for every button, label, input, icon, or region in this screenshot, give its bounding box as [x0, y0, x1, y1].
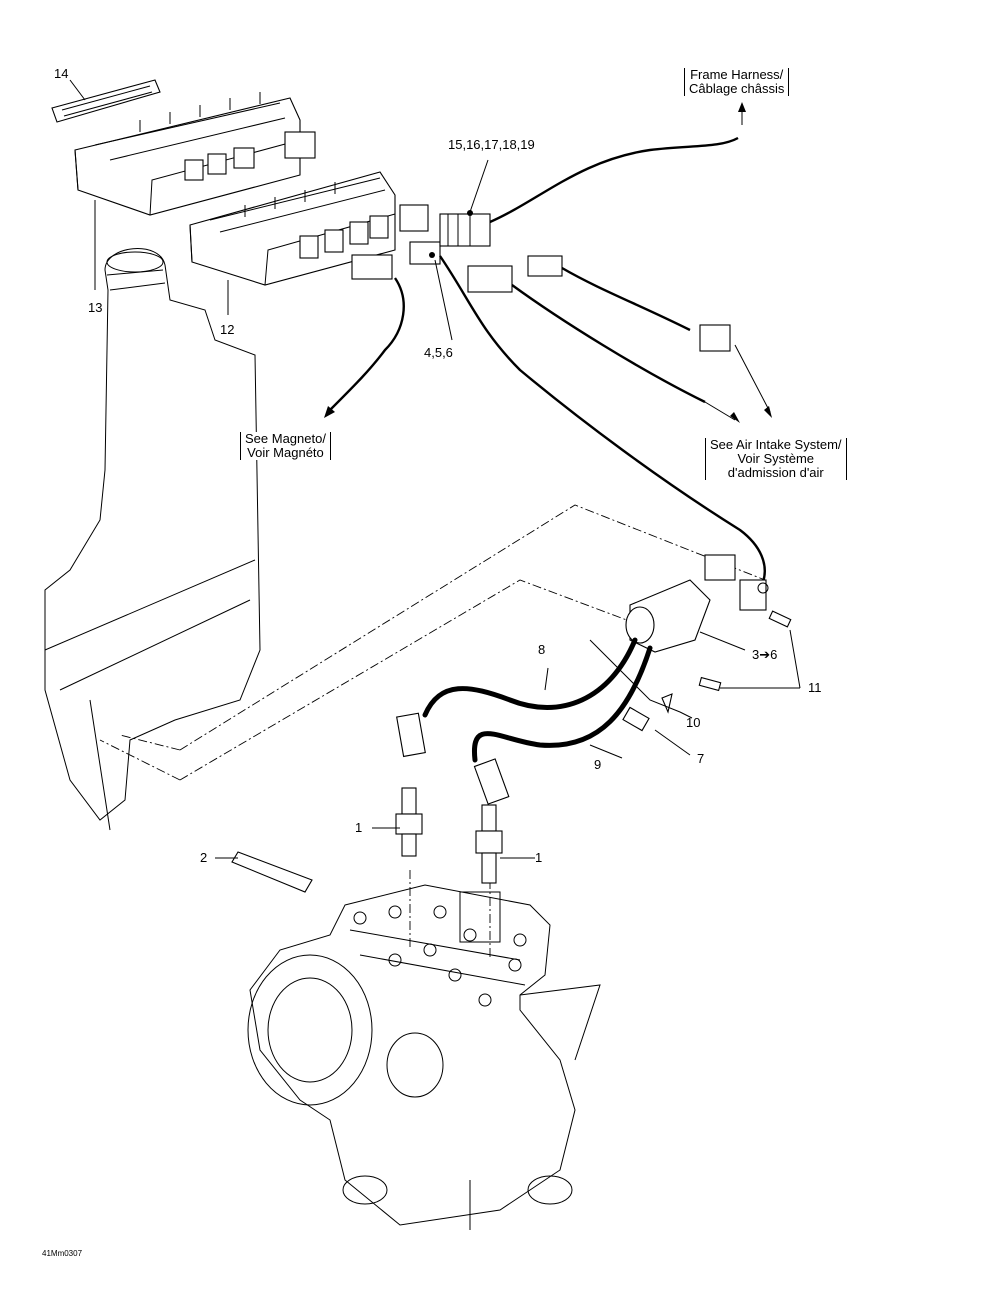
engine-block [247, 884, 601, 1230]
part-7 [622, 706, 650, 732]
callout-1-right: 1 [535, 850, 543, 865]
figure-code: 41Mm0307 [42, 1249, 83, 1258]
air-intake-wire-2 [561, 266, 691, 332]
frame-harness-reference: Frame Harness/ Câblage châssis [684, 67, 790, 96]
callout-15-19: 15,16,17,18,19 [448, 137, 535, 152]
air-intake-wire-1 [511, 284, 706, 404]
callout-9: 9 [594, 757, 602, 772]
coil-lead-wire [439, 255, 766, 586]
screw-11a [698, 676, 722, 692]
callout-14: 14 [54, 66, 69, 81]
connector-15-19 [439, 213, 491, 247]
gasket-2 [231, 851, 313, 893]
plug-cap-9 [473, 758, 510, 805]
see-magneto-line-2: Voir Magnéto [247, 445, 324, 460]
callout-1-left: 1 [355, 820, 363, 835]
connector-4-5-6 [409, 241, 441, 265]
callout-7: 7 [697, 751, 705, 766]
screw-11b [768, 610, 792, 628]
callout-4-5-6: 4,5,6 [424, 345, 453, 360]
see-air-intake-line-3: d'admission d'air [727, 465, 824, 480]
upper-cover-13 [74, 92, 316, 216]
magneto-connector [351, 254, 393, 280]
part-10 [661, 693, 673, 714]
air-intake-connector [467, 265, 513, 293]
callout-11: 11 [808, 680, 822, 695]
frame-harness-line-1: Frame Harness/ [690, 67, 784, 82]
plug-cap-8 [396, 712, 426, 758]
callout-13: 13 [88, 300, 103, 315]
oil-tank [44, 248, 261, 831]
sensor [699, 324, 731, 352]
ignition-coil [625, 554, 769, 653]
hv-lead-9 [471, 645, 653, 763]
callout-2: 2 [200, 850, 208, 865]
see-magneto-line-1: See Magneto/ [245, 431, 326, 446]
callout-10: 10 [686, 715, 701, 730]
lower-cover-12 [189, 171, 429, 286]
frame-harness-wire [489, 136, 739, 224]
magneto-wire [329, 277, 405, 411]
decal-14 [51, 79, 161, 123]
callout-8: 8 [538, 642, 546, 657]
callout-3-to-6: 3➔6 [752, 647, 778, 662]
see-air-intake-reference: See Air Intake System/ Voir Système d'ad… [705, 438, 847, 480]
frame-harness-line-2: Câblage châssis [689, 81, 785, 96]
air-temp-connector [527, 255, 563, 277]
see-air-intake-line-1: See Air Intake System/ [710, 437, 842, 452]
spark-plug-1a [395, 787, 423, 857]
callout-12: 12 [220, 322, 235, 337]
hv-lead-8 [422, 637, 638, 718]
see-air-intake-line-2: Voir Système [737, 451, 815, 466]
spark-plug-1b [475, 804, 503, 884]
see-magneto-reference: See Magneto/ Voir Magnéto [240, 432, 331, 460]
